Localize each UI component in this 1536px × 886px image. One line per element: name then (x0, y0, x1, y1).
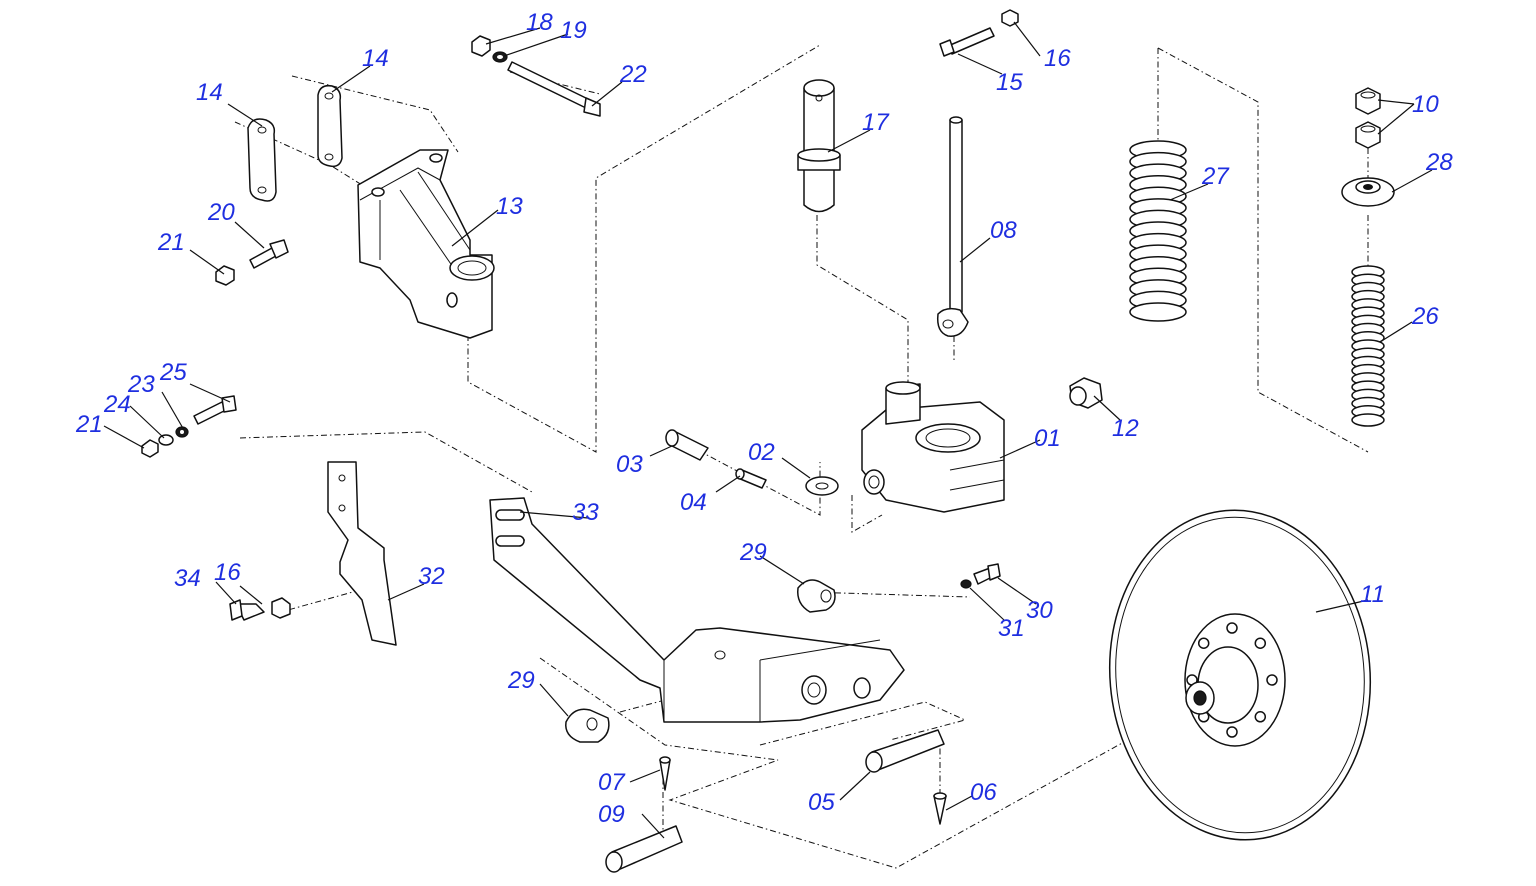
bolt-20 (249, 239, 289, 269)
bolt-25 (193, 395, 237, 425)
callout-02: 02 (748, 439, 775, 466)
link-14-lower (247, 118, 277, 202)
callout-23: 23 (127, 371, 155, 398)
disc-11 (1108, 509, 1372, 841)
washer-23 (175, 426, 189, 438)
pin-17 (797, 79, 841, 213)
callout-11: 11 (1360, 581, 1385, 608)
callout-16: 16 (214, 559, 241, 586)
callout-14: 14 (196, 79, 223, 106)
spring-26 (1351, 265, 1385, 427)
nut-16-lower (271, 597, 291, 619)
nut-18 (471, 35, 491, 57)
nut-21-lower (141, 439, 159, 458)
hub-bolt (1226, 726, 1238, 738)
washer-28 (1341, 177, 1395, 207)
callout-30: 30 (1026, 597, 1053, 624)
callout-04: 04 (680, 489, 707, 516)
arm-33 (489, 497, 905, 723)
bracket-29-upper (797, 579, 836, 613)
callout-24: 24 (103, 391, 131, 418)
callout-12: 12 (1112, 415, 1139, 442)
callout-15: 15 (996, 69, 1023, 96)
callout-05: 05 (808, 789, 835, 816)
cotter-pin-07 (659, 756, 671, 791)
hub-bolt (1197, 637, 1210, 649)
callout-17: 17 (862, 109, 890, 136)
tine-32 (327, 461, 397, 646)
callout-28: 28 (1425, 149, 1453, 176)
callout-01: 01 (1034, 425, 1061, 452)
fitting-12 (1069, 377, 1103, 409)
callout-27: 27 (1201, 163, 1230, 190)
link-14-upper (317, 84, 343, 168)
spring-coil (1351, 413, 1385, 427)
bolt-30 (973, 563, 1001, 585)
hub-bolt (1254, 637, 1267, 649)
bracket-13 (357, 149, 495, 339)
callout-31: 31 (998, 615, 1025, 642)
washer-19 (492, 51, 508, 63)
spring-27 (1129, 140, 1187, 322)
callout-22: 22 (619, 61, 647, 88)
callout-19: 19 (560, 17, 587, 44)
nut-10-top (1355, 87, 1381, 115)
callout-08: 08 (990, 217, 1017, 244)
callout-06: 06 (970, 779, 997, 806)
callout-16: 16 (1044, 45, 1071, 72)
assembly-lines (234, 44, 1369, 869)
callout-25: 25 (159, 359, 187, 386)
callout-18: 18 (526, 9, 553, 36)
housing-01 (861, 381, 1005, 513)
callout-07: 07 (598, 769, 626, 796)
callout-34: 34 (174, 565, 201, 592)
callout-10: 10 (1412, 91, 1439, 118)
leader-lines (103, 21, 1433, 839)
hub-bolt (1254, 711, 1267, 723)
pin-05 (865, 729, 945, 773)
hub-bolt (1226, 622, 1238, 634)
callout-29: 29 (739, 539, 767, 566)
pin-09 (605, 825, 683, 873)
pin-04 (735, 468, 767, 489)
callout-20: 20 (207, 199, 235, 226)
callout-29: 29 (507, 667, 535, 694)
callout-13: 13 (496, 193, 523, 220)
callout-26: 26 (1411, 303, 1439, 330)
callout-labels: 18 19 14 14 22 13 20 21 16 15 17 08 27 10 28 26 12 01 2523… (75, 9, 1453, 828)
nut-10-bottom (1355, 121, 1381, 149)
washer-24 (158, 434, 174, 446)
callout-03: 03 (616, 451, 643, 478)
nut-21-upper (215, 265, 235, 286)
callout-14: 14 (362, 45, 389, 72)
callout-09: 09 (598, 801, 625, 828)
pin-03 (665, 429, 709, 461)
cotter-pin-06 (933, 792, 947, 825)
bolt-34 (229, 599, 265, 621)
washer-31 (960, 579, 972, 589)
callout-21: 21 (157, 229, 185, 256)
bolt-22 (507, 61, 601, 117)
bolt-15 (939, 27, 995, 57)
callout-33: 33 (572, 499, 599, 526)
rod-08 (936, 116, 969, 337)
bracket-29-lower (565, 708, 610, 743)
callout-32: 32 (418, 563, 445, 590)
spring-coil (1129, 302, 1187, 322)
washer-02 (805, 476, 839, 496)
hub-bolt (1266, 674, 1278, 686)
callout-21: 21 (75, 411, 103, 438)
